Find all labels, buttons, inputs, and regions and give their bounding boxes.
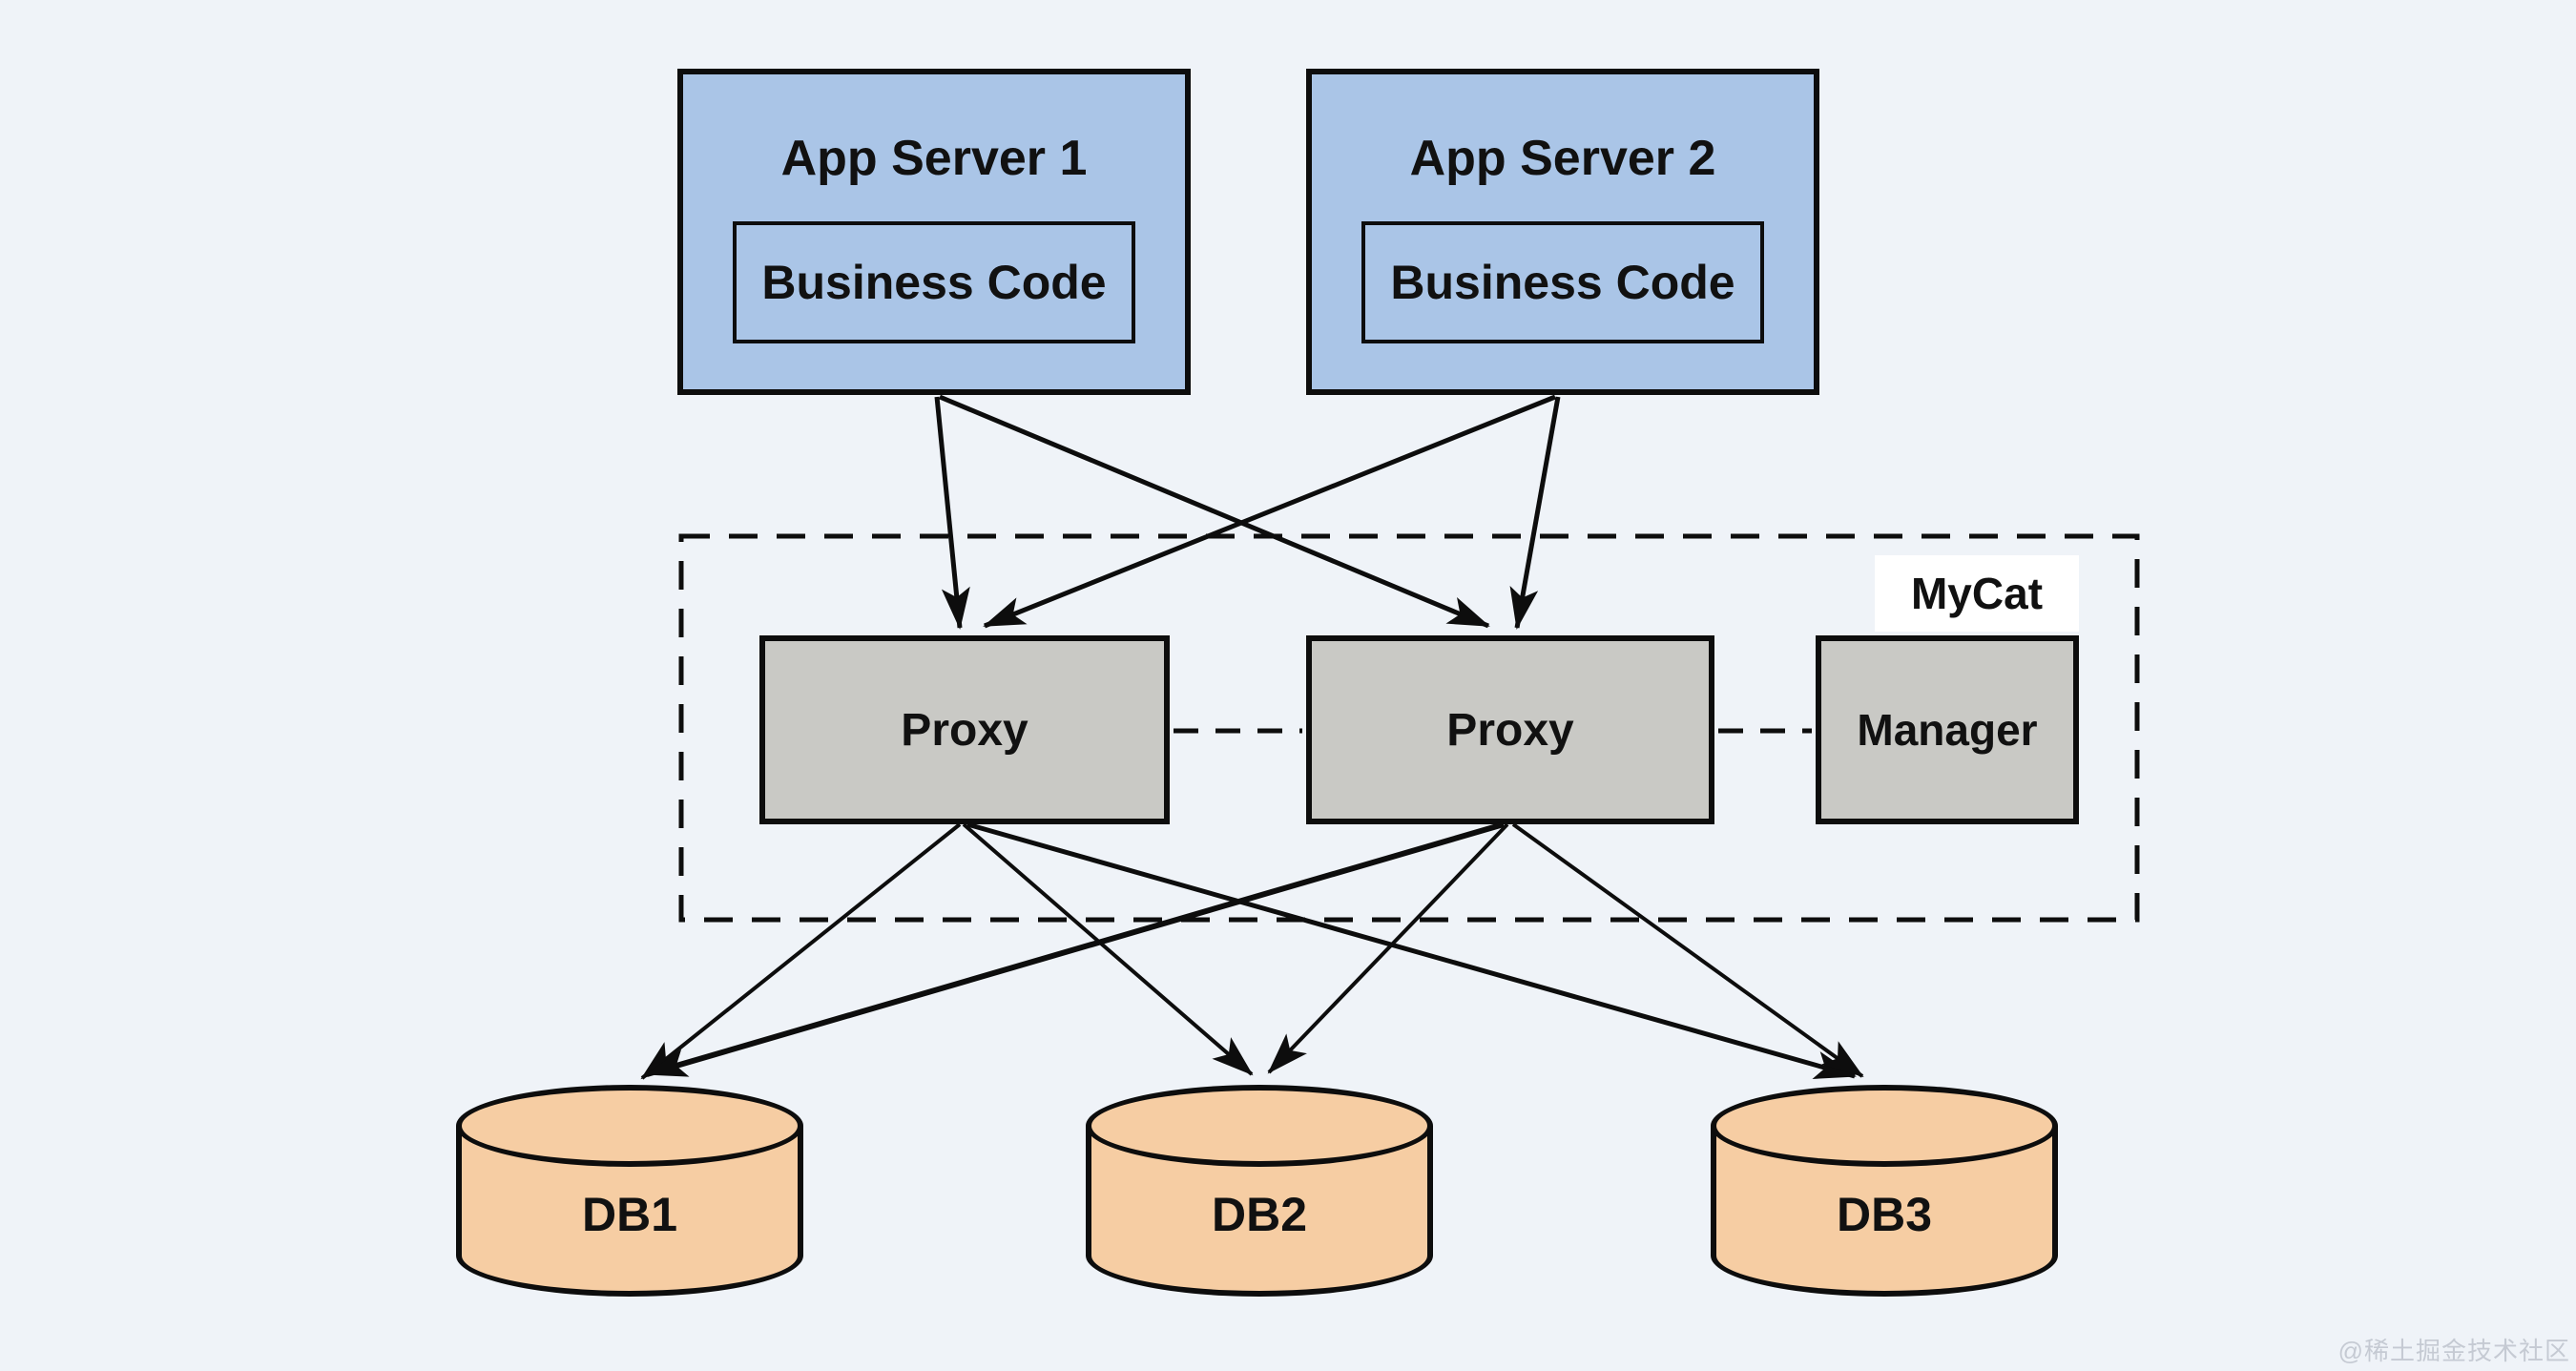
db1-label: DB1	[581, 1188, 678, 1241]
arrow-app1-proxy1	[934, 396, 970, 630]
arrow-app2-proxy2	[1509, 396, 1561, 630]
db2-cylinder-top	[1086, 1085, 1433, 1167]
db2-label: DB2	[1211, 1188, 1308, 1241]
arrow-proxy2-db2	[1267, 822, 1509, 1074]
proxy-1-box: Proxy	[759, 635, 1170, 824]
app-server-1-box: App Server 1 Business Code	[677, 69, 1191, 395]
db3-cylinder: DB3	[1711, 1085, 2058, 1297]
app-server-2-box: App Server 2 Business Code	[1306, 69, 1819, 395]
proxy-2-box: Proxy	[1306, 635, 1714, 824]
watermark-text: @稀土掘金技术社区	[2337, 1337, 2570, 1365]
business-code-box-1: Business Code	[733, 221, 1135, 343]
arrow-proxy1-db1	[640, 822, 962, 1080]
arrow-proxy1-db2	[962, 822, 1254, 1076]
arrow-proxy2-db3	[1511, 822, 1864, 1078]
db2-cylinder: DB2	[1086, 1085, 1433, 1297]
arrow-proxy2-db1	[645, 821, 1505, 1077]
db1-cylinder-top	[456, 1085, 803, 1167]
manager-box: Manager	[1816, 635, 2079, 824]
arrow-app1-proxy2	[939, 394, 1490, 629]
mycat-cluster-label: MyCat	[1875, 555, 2079, 632]
arrow-app2-proxy1	[983, 394, 1556, 629]
db3-cylinder-top	[1711, 1085, 2058, 1167]
arrow-proxy1-db3	[966, 821, 1857, 1079]
db1-cylinder: DB1	[456, 1085, 803, 1297]
app-server-2-title: App Server 2	[1409, 131, 1716, 186]
business-code-box-2: Business Code	[1361, 221, 1764, 343]
db3-label: DB3	[1836, 1188, 1933, 1241]
app-server-1-title: App Server 1	[780, 131, 1088, 186]
